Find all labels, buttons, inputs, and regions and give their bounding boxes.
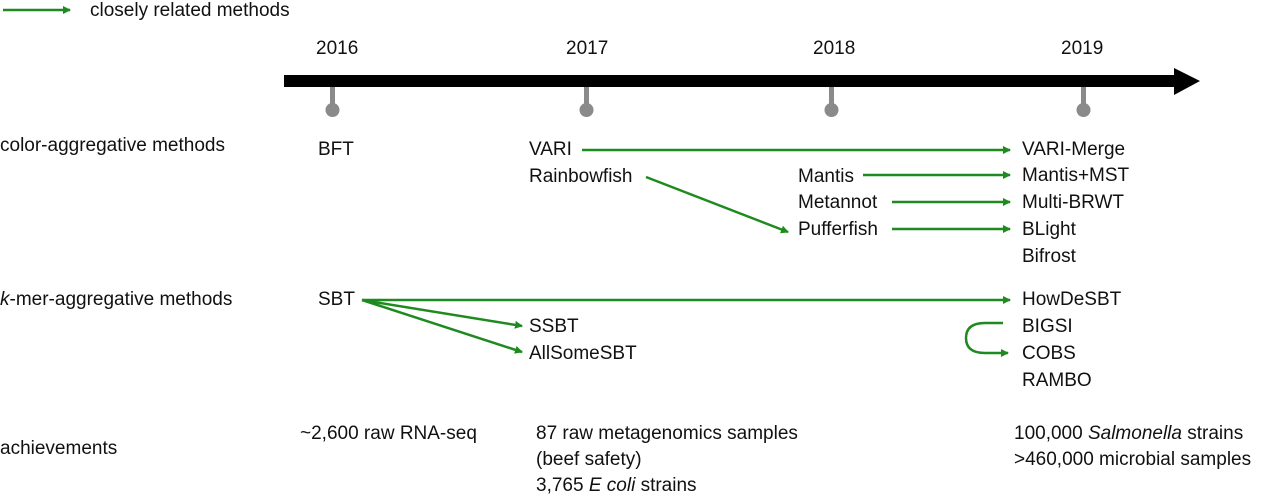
method-bigsi: BIGSI	[1022, 316, 1073, 337]
method-rainbowfish: Rainbowfish	[529, 166, 633, 187]
achievement-2017-line1: 87 raw metagenomics samples	[536, 423, 798, 444]
row-label-kmer-aggregative: k-mer-aggregative methods	[0, 289, 232, 311]
salmonella-species: Salmonella	[1087, 423, 1182, 444]
timeline-arrowhead	[1174, 68, 1200, 95]
method-allsomesbt: AllSomeSBT	[529, 343, 637, 364]
kmer-rest: -mer-aggregative methods	[9, 289, 233, 310]
year-label-2018: 2018	[813, 38, 856, 59]
method-blight: BLight	[1022, 219, 1076, 240]
method-cobs: COBS	[1022, 343, 1076, 364]
year-pin-2017	[579, 87, 594, 117]
kmer-k: k	[0, 289, 10, 310]
timeline-bar	[284, 75, 1176, 87]
arrow-bigsi-to-cobs	[964, 321, 1009, 357]
ecoli-count: 3,765	[536, 475, 589, 496]
method-bft: BFT	[318, 139, 354, 160]
achievement-2019-line1: 100,000 Salmonella strains	[1014, 423, 1243, 445]
year-label-2019: 2019	[1061, 38, 1104, 59]
year-pin-2016	[325, 87, 340, 117]
legend-label: closely related methods	[90, 0, 290, 21]
year-pin-2018	[824, 87, 839, 117]
method-vari: VARI	[529, 139, 572, 160]
salmonella-suffix: strains	[1181, 423, 1244, 444]
year-label-2017: 2017	[566, 38, 609, 59]
row-label-achievements: achievements	[0, 438, 118, 459]
method-metannot: Metannot	[798, 192, 878, 213]
salmonella-count: 100,000	[1014, 423, 1088, 444]
achievement-2017-line2: (beef safety)	[536, 449, 642, 470]
ecoli-suffix: strains	[635, 475, 697, 496]
arrow-sbt-to-allsomesbt	[361, 298, 523, 354]
method-ssbt: SSBT	[529, 316, 579, 337]
method-mantis-mst: Mantis+MST	[1022, 165, 1130, 186]
ecoli-species: E coli	[588, 475, 636, 496]
method-mantis: Mantis	[798, 166, 854, 187]
method-pufferfish: Pufferfish	[798, 219, 878, 240]
method-bifrost: Bifrost	[1022, 246, 1076, 267]
achievement-2019-line2: >460,000 microbial samples	[1014, 449, 1252, 470]
year-pin-2019	[1076, 87, 1091, 117]
method-sbt: SBT	[318, 289, 355, 310]
method-rambo: RAMBO	[1022, 370, 1092, 391]
achievement-2017-line3: 3,765 E coli strains	[536, 475, 697, 497]
achievement-2016: ~2,600 raw RNA-seq	[300, 423, 477, 444]
year-label-2016: 2016	[316, 38, 359, 59]
method-vari-merge: VARI-Merge	[1022, 139, 1126, 160]
method-multi-brwt: Multi-BRWT	[1022, 192, 1125, 213]
method-howdesbt: HowDeSBT	[1022, 289, 1122, 310]
arrow-sbt-to-ssbt	[361, 298, 523, 329]
row-label-color-aggregative: color-aggregative methods	[0, 135, 225, 156]
arrow-rainbowfish-to-pufferfish	[645, 175, 789, 234]
